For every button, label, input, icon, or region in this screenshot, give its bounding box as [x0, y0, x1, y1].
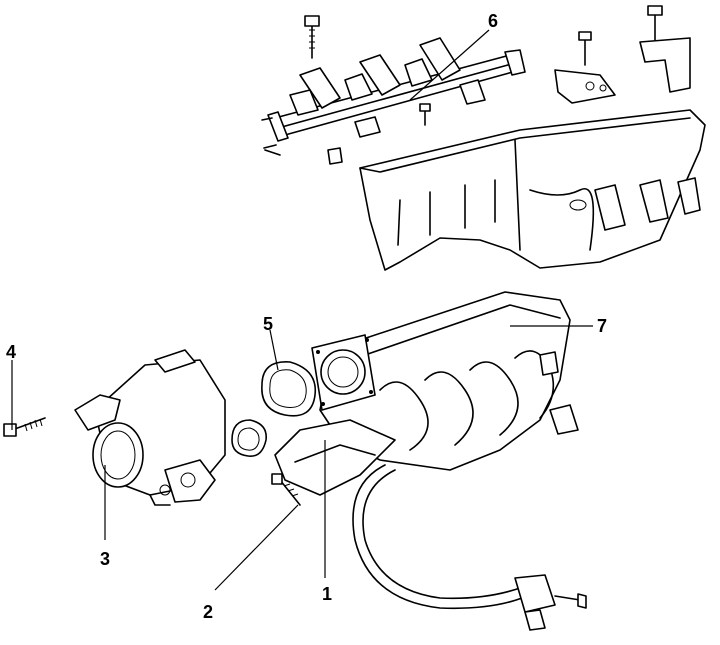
callout-4: 4: [6, 342, 16, 362]
callout-6: 6: [488, 11, 498, 31]
leader-lines: [11, 29, 593, 591]
throttle-gasket: [231, 361, 317, 457]
intake-manifold: [274, 291, 579, 496]
callout-7: 7: [597, 316, 607, 336]
callout-2: 2: [203, 602, 213, 622]
callout-1: 1: [322, 584, 332, 604]
bracket-set: [554, 5, 691, 104]
fuel-rail-assembly: [261, 15, 526, 165]
screw: [271, 473, 301, 506]
vacuum-hose: [352, 464, 587, 631]
intake-manifold-cover: [359, 109, 706, 271]
callout-5: 5: [263, 314, 273, 334]
mounting-bolt: [3, 417, 46, 437]
throttle-body: [74, 349, 226, 506]
callout-3: 3: [100, 549, 110, 569]
